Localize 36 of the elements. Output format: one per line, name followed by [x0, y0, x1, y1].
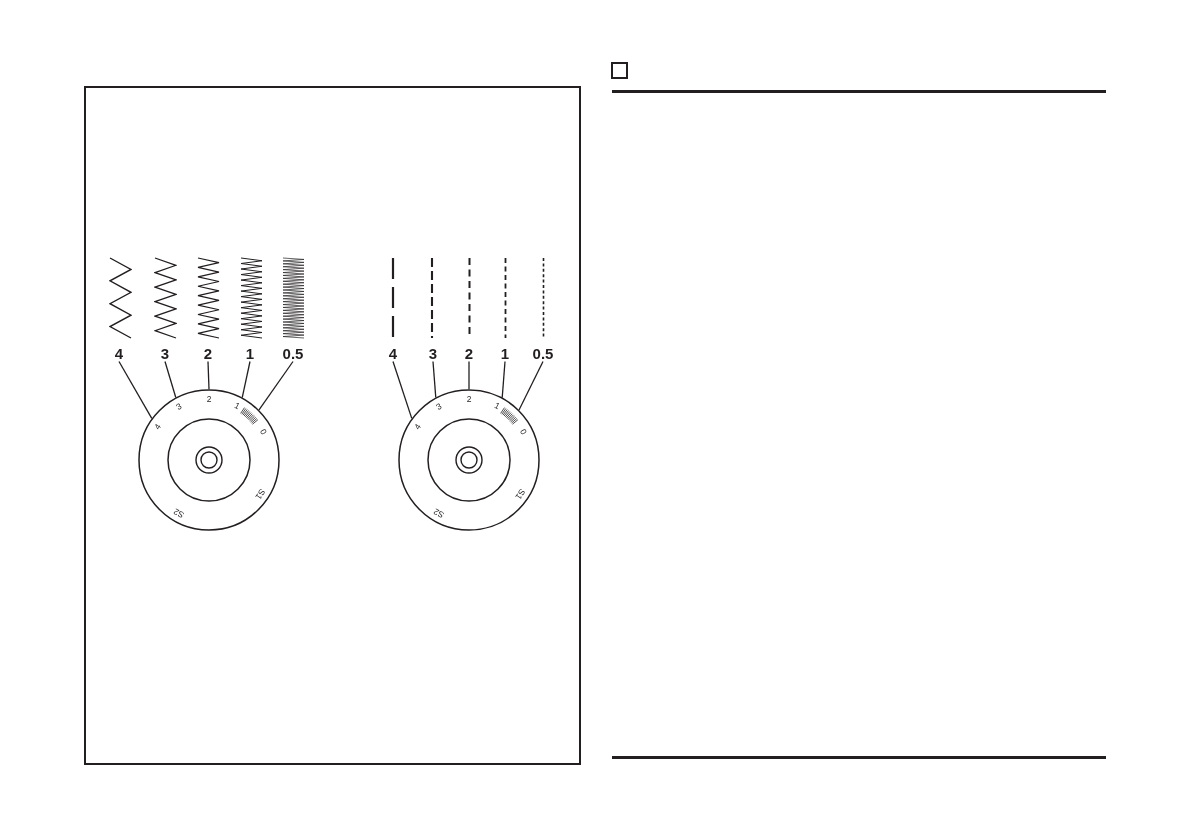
stitch-length-label: 2 — [203, 345, 213, 361]
leader-line — [118, 360, 153, 420]
dial-marking: S1 — [252, 487, 267, 501]
stitch-length-label: 3 — [160, 345, 170, 361]
leader-line — [258, 360, 294, 411]
stitch-length-label: 1 — [500, 345, 510, 361]
dial-marking: 0 — [258, 428, 269, 437]
stitch-length-label: 0.5 — [282, 345, 304, 361]
dial-marking: 3 — [174, 402, 183, 413]
stitch-length-label: 2 — [464, 345, 474, 361]
leader-line — [518, 360, 544, 411]
stitch-length-label: 4 — [114, 345, 124, 361]
leader-line — [501, 360, 506, 399]
dial-marking: 1 — [492, 400, 501, 411]
dial-marking: 3 — [434, 402, 443, 413]
stitch-length-label: 1 — [245, 345, 255, 361]
dial-marking: S1 — [512, 487, 527, 501]
leader-line — [468, 360, 470, 390]
leader-line — [241, 360, 251, 399]
dial-marking: S2 — [432, 506, 447, 520]
dial-marking: 4 — [412, 422, 423, 432]
dial-marking: 2 — [466, 394, 472, 404]
leader-line — [432, 360, 437, 399]
leader-line — [207, 360, 210, 390]
leader-line — [392, 360, 413, 420]
leader-line — [164, 360, 177, 399]
dial-marking: 0 — [518, 428, 529, 437]
dial-marking: 1 — [232, 400, 241, 411]
stitch-length-dial — [138, 389, 280, 531]
stitch-length-dial — [398, 389, 540, 531]
dial-marking: 2 — [206, 394, 212, 404]
dial-marking: 4 — [152, 422, 163, 432]
stitch-length-label: 0.5 — [532, 345, 554, 361]
dial-marking: S2 — [172, 506, 187, 520]
stitch-length-label: 4 — [388, 345, 398, 361]
stitch-length-label: 3 — [428, 345, 438, 361]
